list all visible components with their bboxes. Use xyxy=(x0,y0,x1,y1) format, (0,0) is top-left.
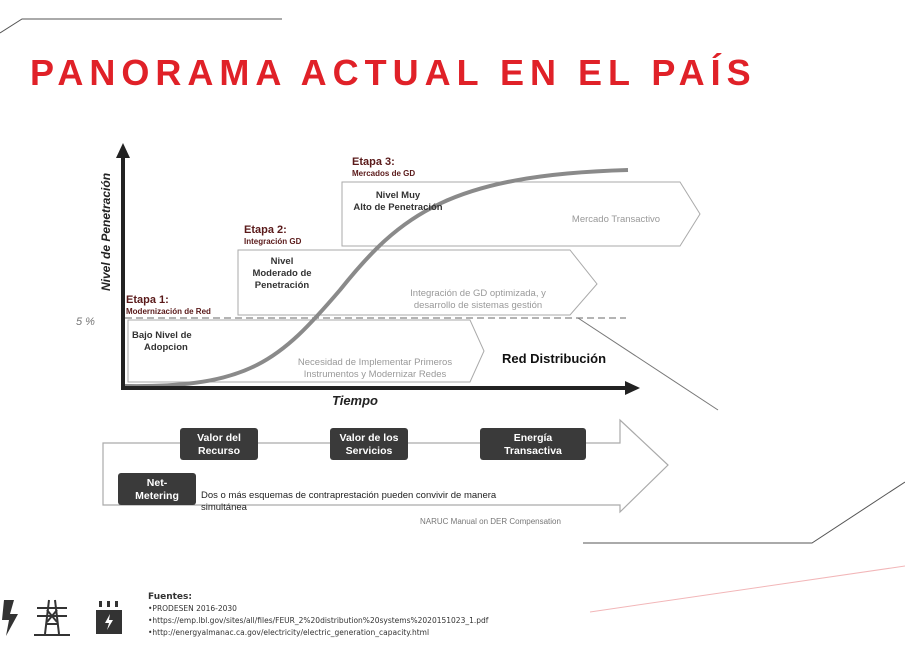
page-title: PANORAMA ACTUAL EN EL PAÍS xyxy=(30,52,757,93)
source-item: •PRODESEN 2016-2030 xyxy=(148,604,237,613)
svg-text:Net-Metering: Net-Metering xyxy=(135,477,179,502)
stage1-title: Etapa 1: xyxy=(126,294,169,306)
network-label: Red Distribución xyxy=(502,351,606,366)
y-axis-label: Nivel de Penetración xyxy=(99,173,113,291)
credit: NARUC Manual on DER Compensation xyxy=(420,517,561,526)
stage2-title: Etapa 2: xyxy=(244,224,287,236)
stage1-subtitle: Modernización de Red xyxy=(126,307,211,316)
y-axis-arrow-icon xyxy=(116,143,130,158)
x-axis-arrow-icon xyxy=(625,381,640,395)
adoption-curve xyxy=(124,168,629,389)
sources-heading: Fuentes: xyxy=(148,592,192,602)
threshold-label: 5 % xyxy=(76,316,95,328)
flow-note: Dos o más esquemas de contraprestación p… xyxy=(201,490,497,513)
decor-line-top xyxy=(0,18,282,34)
source-link[interactable]: •https://emp.lbl.gov/sites/all/files/FEU… xyxy=(148,616,489,625)
decor-line-right xyxy=(583,481,905,544)
transformer-icon xyxy=(96,601,122,634)
lightning-icon xyxy=(2,600,18,636)
stage2-box xyxy=(237,249,598,316)
network-pointer-line xyxy=(577,317,719,411)
flow-box-net-metering: Net-Metering xyxy=(118,473,196,505)
transmission-tower-icon xyxy=(34,599,70,636)
stage3-box xyxy=(341,181,701,247)
stage1-box xyxy=(127,319,485,383)
stage2-subtitle: Integración GD xyxy=(244,237,302,246)
sources: Fuentes: •PRODESEN 2016-2030 •https://em… xyxy=(148,591,488,639)
x-axis-label: Tiempo xyxy=(332,393,378,408)
decor-line-pink xyxy=(589,565,905,613)
stage3-subtitle: Mercados de GD xyxy=(352,169,415,178)
source-link[interactable]: •http://energyalmanac.ca.gov/electricity… xyxy=(148,628,430,637)
stage3-title: Etapa 3: xyxy=(352,156,395,168)
stage3-description: Mercado Transactivo xyxy=(572,214,660,225)
